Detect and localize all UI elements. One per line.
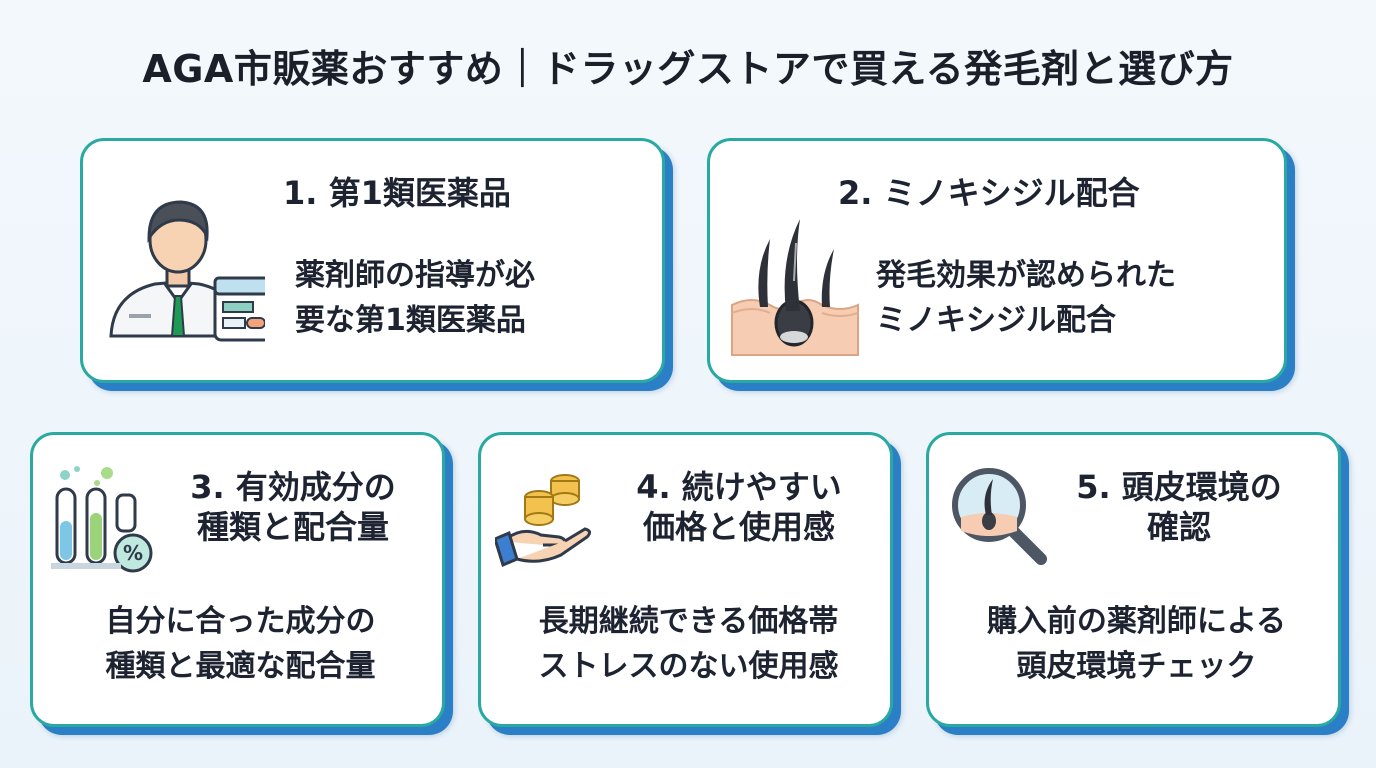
card-scalp-check: 5. 頭皮環境の 確認 購入前の薬剤師による 頭皮環境チェック xyxy=(926,432,1341,727)
card-description: 長期継続できる価格帯 ストレスのない使用感 xyxy=(538,604,839,684)
pharmacist-icon xyxy=(105,186,275,350)
card-heading: 5. 頭皮環境の 確認 xyxy=(1076,468,1282,546)
card-description: 薬剤師の指導が必 要な第1類医薬品 xyxy=(295,258,535,338)
hair-follicle-icon xyxy=(730,219,860,363)
card-price-usability: 4. 続けやすい 価格と使用感 長期継続できる価格帯 ストレスのない使用感 xyxy=(478,432,893,727)
magnifier-scalp-icon xyxy=(951,467,1051,571)
card-description: 購入前の薬剤師による 頭皮環境チェック xyxy=(986,604,1287,684)
card-heading: 1. 第1類医薬品 xyxy=(283,174,511,212)
coins-hand-icon xyxy=(493,471,595,575)
card-minoxidil: 2. ミノキシジル配合 発毛効果が認められた ミノキシジル配合 xyxy=(707,138,1287,383)
test-tubes-icon: % xyxy=(47,465,157,579)
card-description: 自分に合った成分の 種類と最適な配合量 xyxy=(105,604,376,684)
card-heading: 4. 続けやすい 価格と使用感 xyxy=(636,468,842,546)
card-heading: 2. ミノキシジル配合 xyxy=(838,174,1140,212)
card-active-ingredients: % 3. 有効成分の 種類と配合量 自分に合った成分の 種類と最適な配合量 xyxy=(30,432,445,727)
svg-text:%: % xyxy=(123,541,143,565)
page-title: AGA市販薬おすすめ｜ドラッグストアで買える発毛剤と選び方 xyxy=(142,47,1234,91)
card-description: 発毛効果が認められた ミノキシジル配合 xyxy=(876,258,1176,338)
card-heading: 3. 有効成分の 種類と配合量 xyxy=(190,468,396,546)
card-first-class-drug: 1. 第1類医薬品 薬剤師の指導が必 要な第1類医薬品 xyxy=(80,138,665,383)
